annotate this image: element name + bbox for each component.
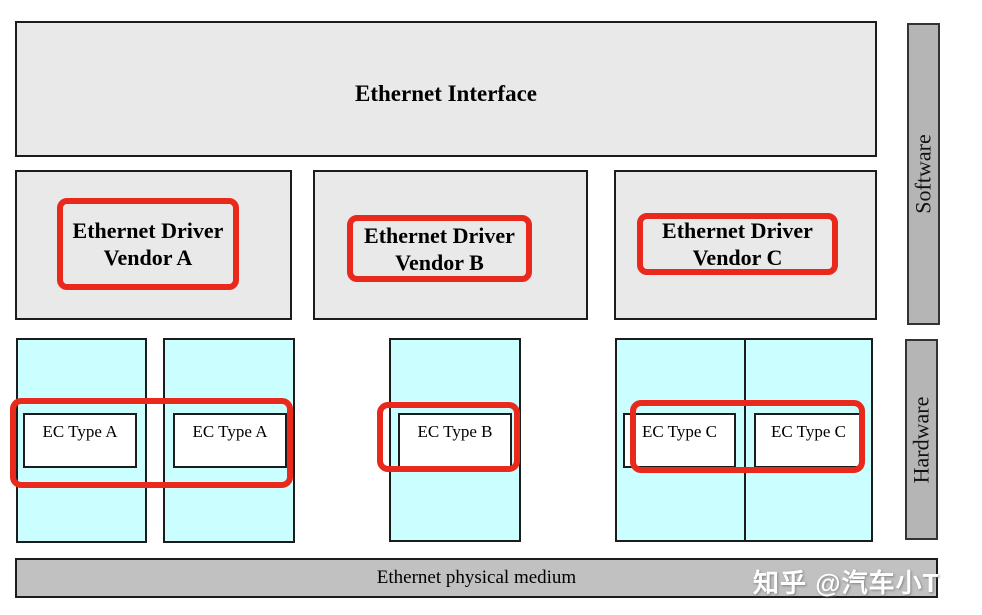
hardware-layer-bar: Hardware [905, 339, 938, 540]
ec-type-c-highlight [630, 400, 865, 473]
controller-c-divider [744, 338, 746, 542]
driver-vendor-a-highlight: Ethernet Driver Vendor A [57, 198, 239, 290]
ec-type-c1-label: EC Type C [642, 422, 717, 441]
driver-c-label-line1: Ethernet Driver [662, 218, 813, 243]
software-layer-bar: Software [907, 23, 940, 325]
driver-b-label-line2: Vendor B [395, 249, 484, 275]
ec-type-a2-label: EC Type A [192, 422, 268, 441]
hardware-layer-label: Hardware [908, 396, 934, 483]
ec-type-a1-label: EC Type A [42, 422, 118, 441]
driver-vendor-b-box [313, 170, 588, 320]
ec-type-b-chip: EC Type B [398, 413, 512, 468]
ec-type-b-highlight [377, 402, 520, 472]
driver-vendor-c-highlight: Ethernet Driver Vendor C [637, 213, 838, 275]
driver-a-label-line2: Vendor A [103, 245, 193, 270]
watermark-text: 知乎 @汽车小T [753, 568, 940, 598]
ethernet-interface-box: Ethernet Interface [15, 21, 877, 157]
ec-type-c1-chip: EC Type C [623, 413, 736, 468]
physical-medium-bar: Ethernet physical medium [15, 558, 938, 598]
driver-c-label-line2: Vendor C [692, 245, 783, 270]
driver-b-label-line1: Ethernet Driver [364, 222, 515, 248]
software-layer-label: Software [910, 134, 936, 214]
ethernet-interface-label: Ethernet Interface [354, 81, 537, 106]
ec-type-a-highlight [10, 398, 293, 488]
ec-type-c2-chip: EC Type C [754, 413, 863, 468]
ec-type-b-label: EC Type B [417, 422, 493, 441]
ec-type-a2-chip: EC Type A [173, 413, 287, 468]
driver-a-label-line1: Ethernet Driver [72, 218, 224, 243]
physical-medium-label: Ethernet physical medium [376, 567, 577, 588]
driver-vendor-b-highlight: Ethernet Driver Vendor B [347, 215, 532, 282]
ec-type-c2-label: EC Type C [771, 422, 846, 441]
ec-type-a1-chip: EC Type A [23, 413, 137, 468]
